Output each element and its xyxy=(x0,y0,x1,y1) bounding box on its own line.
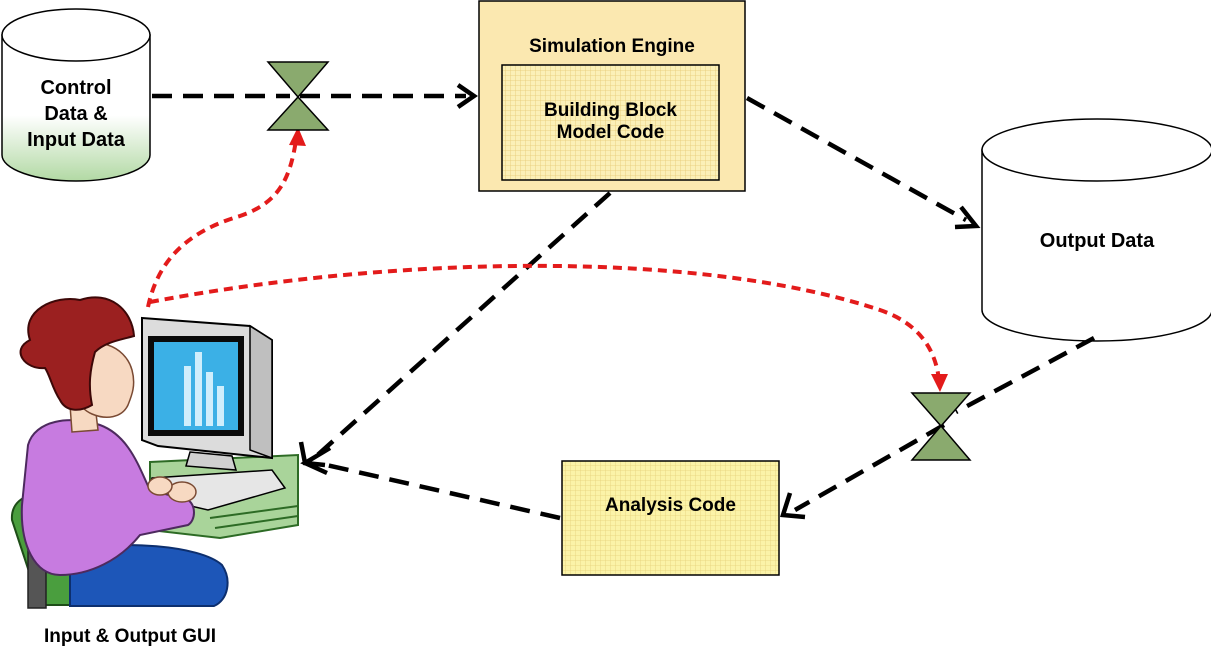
output-data-label: Output Data xyxy=(1039,230,1155,252)
analysis-code-box xyxy=(561,460,780,576)
bar-chart-icon xyxy=(184,352,224,426)
control-data-label: Control Data & Input Data xyxy=(2,75,150,153)
hourglass-valve-icon xyxy=(266,61,330,131)
flow-valve-to-analysis xyxy=(793,423,946,512)
hourglass-valve-icon xyxy=(910,392,972,461)
control-flow-arrowheads xyxy=(289,127,948,392)
control-data-cylinder xyxy=(1,8,151,182)
model-code-label-line: Building Block xyxy=(544,100,677,121)
control-gui-to-valve-right xyxy=(149,263,941,381)
control-gui-to-valve-top xyxy=(146,139,298,308)
simulation-engine-title: Simulation Engine xyxy=(529,36,695,57)
control-flow-arrows xyxy=(146,139,941,381)
model-code-box xyxy=(501,64,720,181)
model-code-label-line: Model Code xyxy=(556,122,665,143)
flow-output-to-valve xyxy=(954,336,1096,414)
simulation-engine-box xyxy=(478,0,746,192)
flow-engine-to-gui xyxy=(310,191,612,462)
control-data-label-line: Control xyxy=(40,77,112,99)
flow-engine-to-output xyxy=(745,96,968,222)
data-flow-arrows xyxy=(152,93,1096,521)
analysis-code-label: Analysis Code xyxy=(605,495,736,516)
gui-label: Input & Output GUI xyxy=(43,626,216,647)
output-data-cylinder xyxy=(981,118,1211,342)
data-flow-arrowheads xyxy=(298,83,981,520)
control-data-label-line: Data & xyxy=(44,103,108,125)
person-at-computer-icon xyxy=(10,296,299,609)
control-data-label-line: Input Data xyxy=(27,129,125,151)
flow-analysis-to-gui xyxy=(321,461,561,521)
model-code-label: Building Block Model Code xyxy=(502,100,719,144)
